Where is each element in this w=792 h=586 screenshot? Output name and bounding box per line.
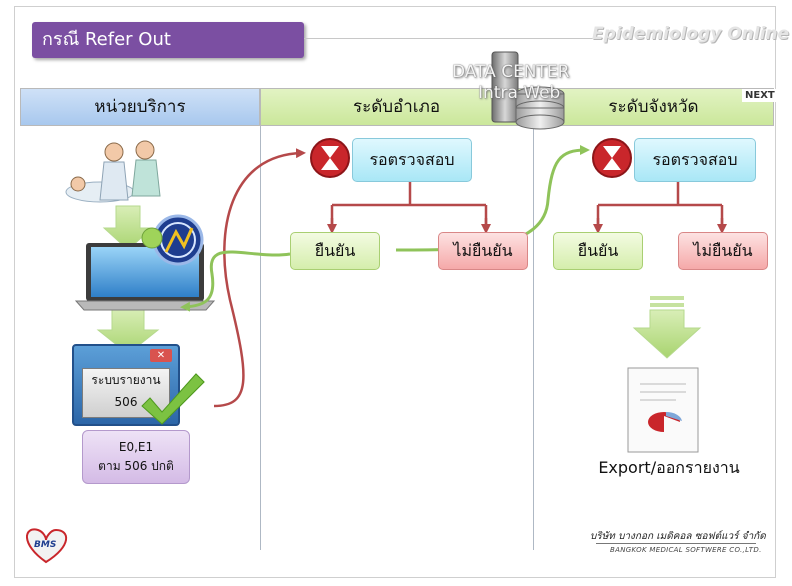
report-window-code: 506 [114, 395, 138, 409]
column-header-service: หน่วยบริการ [20, 88, 260, 126]
column-header-province: ระดับจังหวัด [533, 88, 774, 126]
province-wait-box: รอตรวจสอบ [634, 138, 756, 182]
title-divider [304, 38, 614, 39]
column-header-district: ระดับอำเภอ [260, 88, 533, 126]
page-title: กรณี Refer Out [32, 22, 304, 58]
district-reject-box: ไม่ยืนยัน [438, 232, 528, 270]
bms-logo-text: BMS [34, 540, 57, 550]
note-codes: E0,E1 [118, 440, 154, 454]
note-rule: ตาม 506 ปกติ [98, 459, 174, 473]
footer-company-th: บริษัท บางกอก เมดิคอล ซอฟต์แวร์ จำกัด [590, 531, 766, 542]
district-confirm-box: ยืนยัน [290, 232, 380, 270]
close-icon: ✕ [150, 349, 172, 362]
report-window-title: ระบบรายงาน [91, 373, 161, 387]
datacenter-sublabel: Intra Web [478, 83, 561, 103]
footer-company-en: BANGKOK MEDICAL SOFTWERE CO.,LTD. [610, 546, 762, 554]
district-wait-box: รอตรวจสอบ [352, 138, 472, 182]
next-link[interactable]: NEXT [742, 89, 778, 102]
brand-watermark: Epidemiology Online [592, 24, 790, 44]
datacenter-label: DATA CENTER [452, 62, 570, 82]
export-label: Export/ออกรายงาน [598, 458, 740, 477]
footer-divider [596, 543, 756, 544]
condition-note: E0,E1 ตาม 506 ปกติ [82, 430, 190, 484]
column-divider [533, 126, 534, 550]
report-window-body: ระบบรายงาน 506 [82, 368, 170, 418]
report-window: ✕ ระบบรายงาน 506 [72, 344, 180, 426]
province-reject-box: ไม่ยืนยัน [678, 232, 768, 270]
column-divider [260, 126, 261, 550]
province-confirm-box: ยืนยัน [553, 232, 643, 270]
